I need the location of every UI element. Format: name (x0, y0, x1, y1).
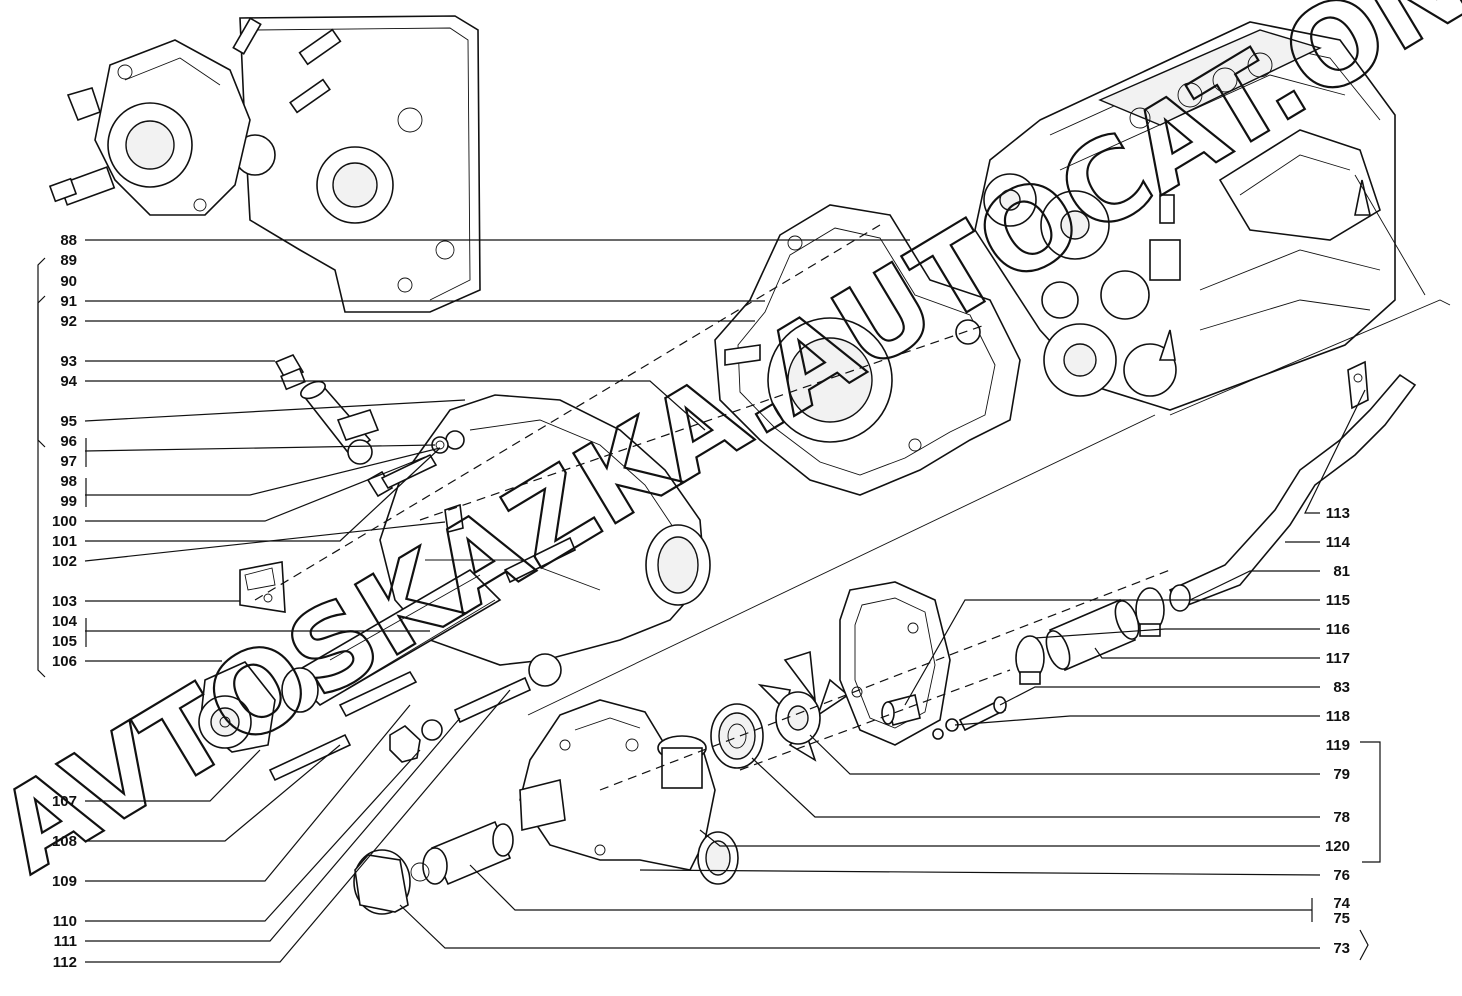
callout-label-113: 113 (1326, 505, 1350, 522)
fitting-83 (881, 694, 1007, 740)
sleeve-95 (300, 380, 380, 465)
callout-label-110: 110 (53, 913, 77, 930)
bushing-74 (410, 820, 514, 886)
bracket-103 (239, 561, 286, 613)
clamp-116 (1015, 587, 1165, 685)
callout-label-100: 100 (52, 513, 77, 530)
callout-label-81: 81 (1333, 563, 1350, 580)
callout-label-115: 115 (1326, 592, 1350, 609)
callout-label-95: 95 (60, 413, 77, 430)
callout-label-108: 108 (52, 833, 77, 850)
leader-lines-left (37, 239, 910, 963)
callout-label-102: 102 (52, 553, 77, 570)
callout-label-99: 99 (60, 493, 77, 510)
callout-label-79: 79 (1333, 766, 1350, 783)
callout-label-117: 117 (1326, 650, 1350, 667)
callout-label-101: 101 (52, 533, 77, 550)
callout-label-94: 94 (60, 373, 77, 390)
callout-label-96: 96 (60, 433, 77, 450)
callout-label-91: 91 (60, 293, 77, 310)
pulley-hub-106 (198, 661, 276, 753)
callout-label-78: 78 (1333, 809, 1350, 826)
pump-seal-78 (710, 703, 764, 769)
callout-label-74: 74 (1333, 895, 1350, 912)
callout-label-111: 111 (54, 933, 77, 950)
callout-label-97: 97 (60, 453, 77, 470)
washer-96-hole (435, 440, 445, 450)
callout-label-89: 89 (60, 252, 77, 269)
gasket-115 (839, 581, 951, 746)
leader-lines-right (399, 389, 1381, 961)
engine-assembly (974, 21, 1451, 416)
water-pump-76 (519, 699, 739, 885)
callout-label-76: 76 (1333, 867, 1350, 884)
callout-label-105: 105 (52, 633, 77, 650)
callout-label-103: 103 (52, 593, 77, 610)
callout-label-106: 106 (52, 653, 77, 670)
callout-label-93: 93 (60, 353, 77, 370)
inset-engine-front (48, 15, 481, 313)
callout-label-90: 90 (60, 273, 77, 290)
hose-117 (1045, 598, 1140, 672)
callout-label-88: 88 (60, 232, 77, 249)
callout-label-118: 118 (1326, 708, 1350, 725)
callout-label-83: 83 (1333, 679, 1350, 696)
callout-label-120: 120 (1325, 838, 1350, 855)
callout-label-114: 114 (1326, 534, 1351, 551)
pulley-73 (353, 849, 411, 915)
callout-label-104: 104 (52, 613, 78, 630)
pipe-114 (1168, 360, 1417, 612)
callout-label-109: 109 (52, 873, 77, 890)
callout-label-92: 92 (60, 313, 77, 330)
callout-label-107: 107 (52, 793, 77, 810)
callout-label-112: 112 (53, 954, 77, 971)
left-callout-labels: 88 89 90 91 92 93 94 95 96 97 98 99 100 101 102 103 104 1… (52, 232, 78, 971)
axis-lines (254, 224, 1171, 791)
callout-label-98: 98 (60, 473, 77, 490)
callout-label-73: 73 (1333, 940, 1350, 957)
callout-label-116: 116 (1326, 621, 1350, 638)
studs (268, 536, 577, 782)
callout-label-119: 119 (1326, 737, 1350, 754)
impeller-79 (757, 650, 850, 762)
bolt-93 (274, 353, 306, 391)
callout-label-75: 75 (1333, 910, 1350, 927)
bearing-shaft (281, 568, 502, 713)
front-cover (714, 204, 1021, 496)
